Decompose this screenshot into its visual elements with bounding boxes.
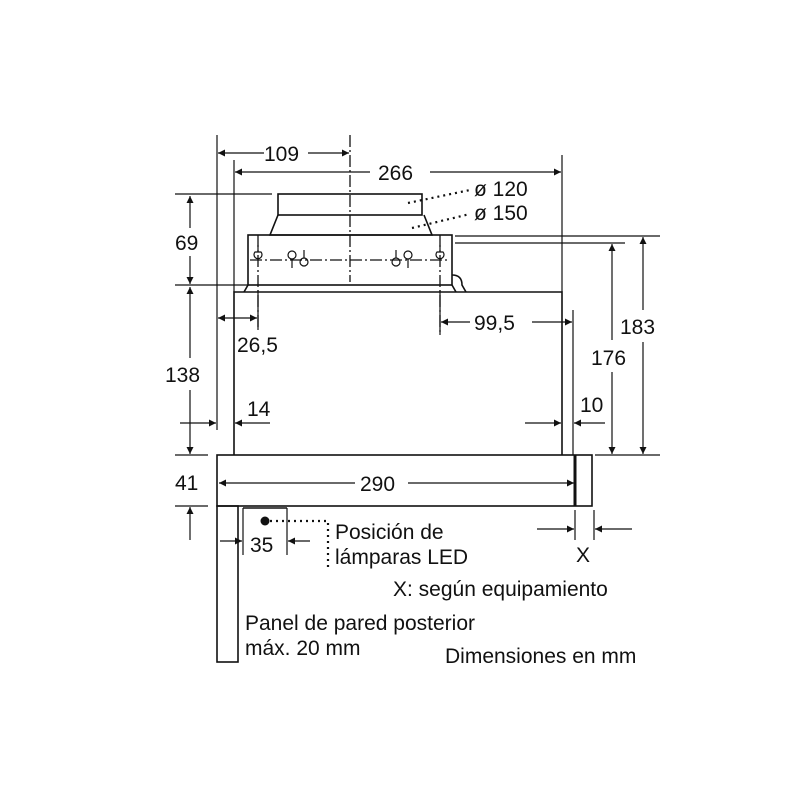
dim-41: 41 [175, 472, 198, 495]
dim-69: 69 [175, 232, 198, 255]
dim-dia-120: ø 120 [474, 178, 528, 201]
dim-14: 14 [247, 398, 271, 421]
dimension-lines [180, 149, 647, 545]
dim-99-5: 99,5 [474, 312, 515, 335]
dim-dia-150: ø 150 [474, 202, 528, 225]
dim-109: 109 [264, 143, 299, 166]
panel-label-line2: máx. 20 mm [245, 637, 361, 660]
led-position-marker [260, 516, 270, 526]
x-note: X: según equipamiento [393, 578, 608, 601]
hood-outline [216, 193, 593, 663]
dim-183: 183 [620, 316, 655, 339]
led-label-line1: Posición de [335, 521, 444, 544]
led-label-line2: lámparas LED [335, 546, 468, 569]
dim-176: 176 [591, 347, 626, 370]
dim-35: 35 [250, 534, 273, 557]
dim-x: X [576, 544, 590, 567]
units-note: Dimensiones en mm [445, 645, 636, 668]
dim-290: 290 [360, 473, 395, 496]
dim-10: 10 [580, 394, 603, 417]
keyhole-slots [253, 245, 445, 268]
dim-138: 138 [165, 364, 200, 387]
panel-label-line1: Panel de pared posterior [245, 612, 475, 635]
dim-26-5: 26,5 [237, 334, 278, 357]
leader-lines [260, 188, 471, 570]
rear-wall-panel [216, 505, 239, 663]
dim-266: 266 [378, 162, 413, 185]
